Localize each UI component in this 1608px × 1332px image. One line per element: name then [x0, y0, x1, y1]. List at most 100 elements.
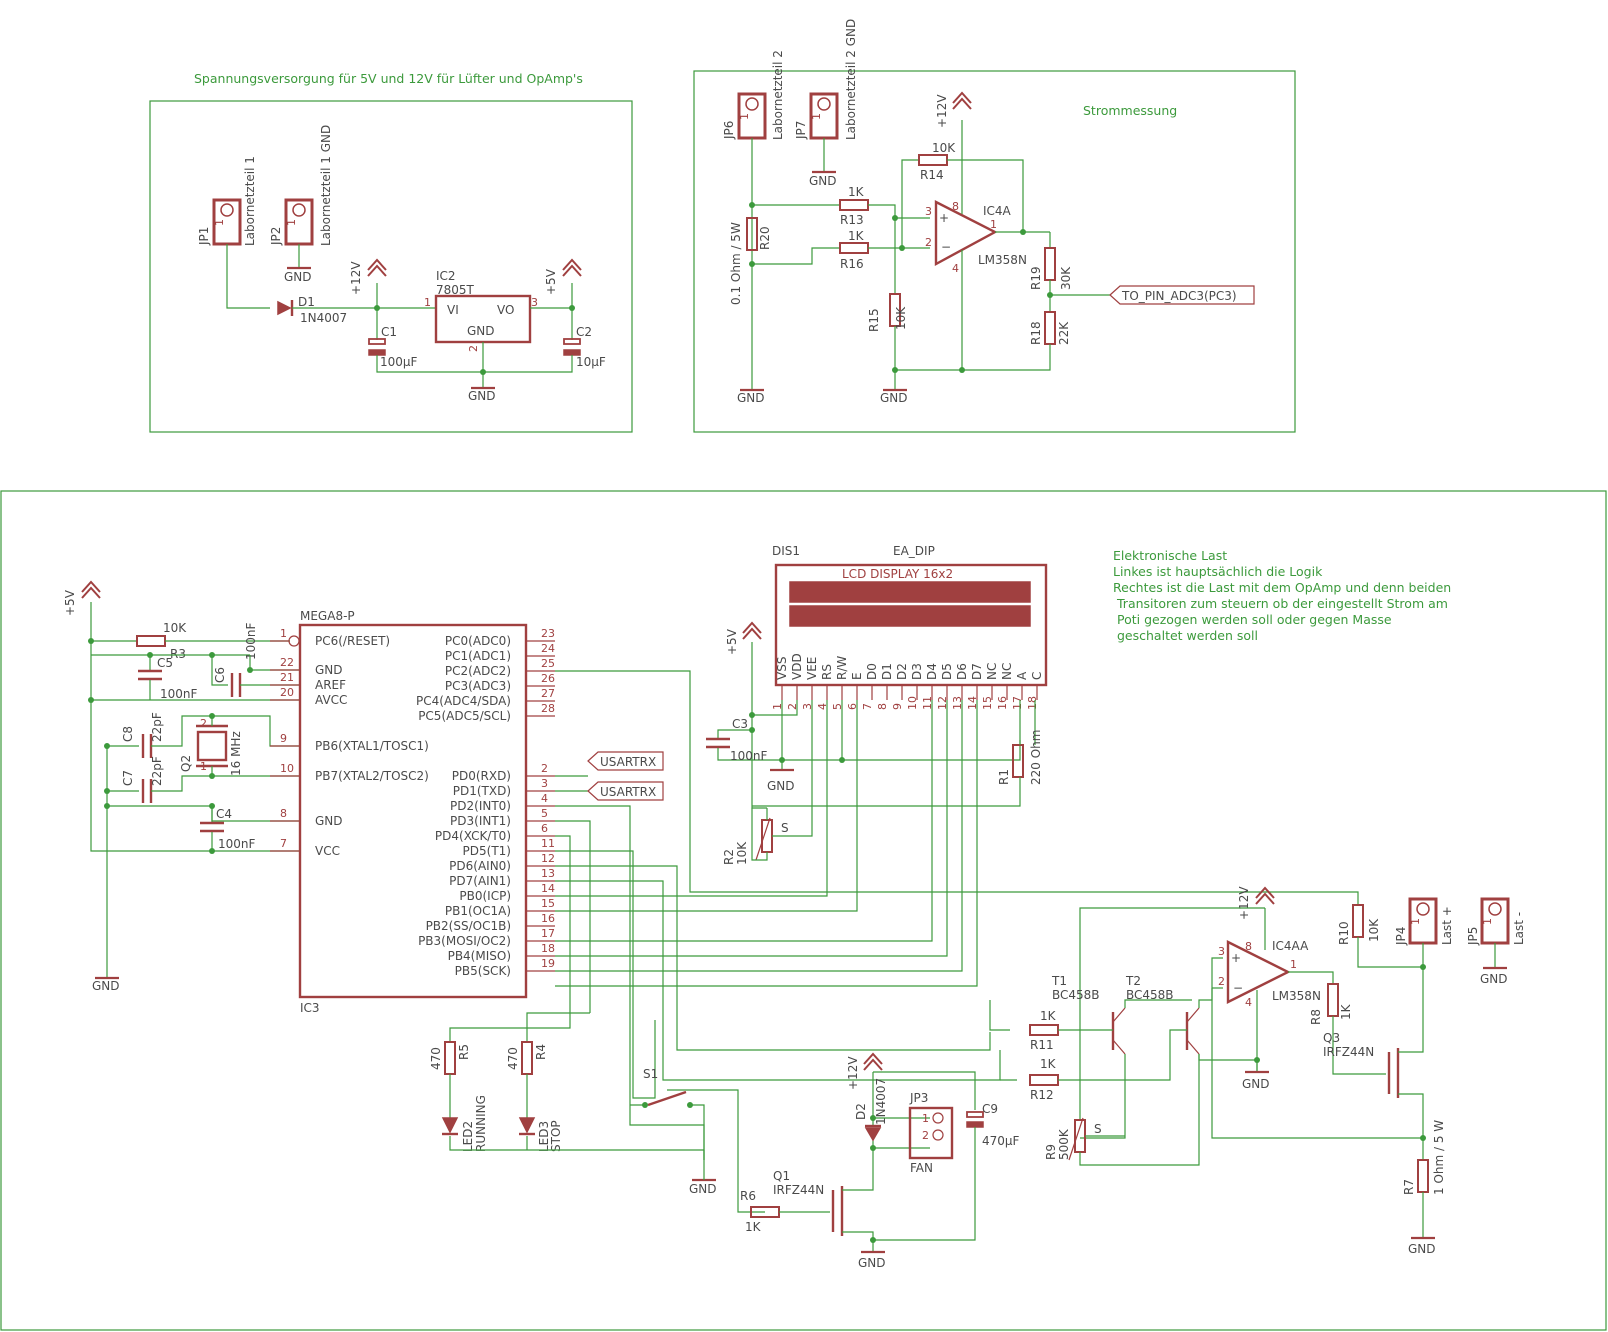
mcu-pin-label: PB4(MISO) — [448, 949, 511, 963]
ic4a-pin1: 1 — [990, 218, 997, 231]
c4-label: C4 — [216, 807, 232, 821]
lcd-pin-num: 2 — [786, 703, 799, 710]
ic4aa-value: LM358N — [1272, 989, 1321, 1003]
mcu-pin-num: 3 — [541, 777, 548, 790]
opamp-minus: − — [941, 240, 951, 254]
t2-label: T2 — [1125, 974, 1141, 988]
gnd-label: GND — [689, 1182, 717, 1196]
mcu-pin-label: AVCC — [315, 693, 347, 707]
r15-value: 10K — [894, 306, 908, 330]
r10-value: 10K — [1367, 918, 1381, 942]
r18-label: R18 — [1029, 321, 1043, 345]
lcd-display — [774, 563, 1048, 687]
jp3-pin2: 2 — [922, 1129, 929, 1142]
q3-value: IRFZ44N — [1323, 1045, 1374, 1059]
lcd-pin-num: 6 — [846, 703, 859, 710]
c6-label: C6 — [213, 667, 227, 683]
note-load-6: geschaltet werden soll — [1117, 628, 1258, 643]
r19-value: 30K — [1059, 266, 1073, 290]
v12-supply-symbol — [367, 259, 387, 277]
r3-value: 10K — [163, 621, 187, 635]
d1-value: 1N4007 — [300, 311, 347, 325]
v12-fan-symbol — [863, 1053, 883, 1071]
v12-load-label: +12V — [1237, 886, 1251, 920]
lcd-pin-num: 15 — [981, 696, 994, 710]
lcd-pin-label: D3 — [910, 663, 924, 680]
jp2-value: Labornetzteil 1 GND — [319, 125, 333, 246]
lcd-pin-label: A — [1015, 671, 1029, 680]
usart-label-1 — [587, 751, 664, 771]
mcu-pin-label: GND — [315, 663, 343, 677]
mcu-pin-label: GND — [315, 814, 343, 828]
r2-wiper: S — [781, 821, 789, 835]
mcu-pin-label: PD5(T1) — [463, 844, 511, 858]
lcd-pin-label: D4 — [925, 663, 939, 680]
r8-resistor — [1327, 983, 1339, 1017]
r15-label: R15 — [867, 308, 881, 332]
lcd-pin-label: D6 — [955, 663, 969, 680]
v12-load-symbol — [1255, 887, 1275, 905]
jp3-value: FAN — [910, 1161, 933, 1175]
c7-value: 22pF — [150, 756, 164, 786]
t1-label: T1 — [1051, 974, 1067, 988]
jp4-value: Last + — [1440, 906, 1454, 945]
gnd-label: GND — [737, 391, 765, 405]
mcu-left-pins: 1PC6(/RESET)22GND21AREF20AVCC9PB6(XTAL1/… — [270, 627, 429, 858]
load-frame — [0, 490, 1607, 1331]
lcd-pin-num: 16 — [996, 696, 1009, 710]
q2-crystal — [196, 730, 228, 762]
adc-net-text: TO_PIN_ADC3(PC3) — [1121, 289, 1237, 303]
r11-resistor — [1029, 1024, 1059, 1036]
r16-value: 1K — [848, 229, 865, 243]
gnd-label: GND — [92, 979, 120, 993]
mcu-pin-num: 24 — [541, 642, 555, 655]
r5-value: 470 — [429, 1047, 443, 1070]
ic4aa-minus: − — [1233, 981, 1243, 995]
ic2-pin3: 3 — [531, 296, 538, 309]
mcu-pin-label: AREF — [315, 678, 346, 692]
r13-resistor — [839, 199, 869, 211]
r7-resistor — [1417, 1159, 1429, 1193]
r6-label: R6 — [740, 1189, 756, 1203]
mcu-right-pins: 23PC0(ADC0)24PC1(ADC1)25PC2(ADC2)26PC3(A… — [416, 627, 555, 978]
r6-value: 1K — [745, 1220, 762, 1234]
q2-pin2: 2 — [200, 717, 207, 730]
r16-resistor — [839, 242, 869, 254]
jp4-label: JP4 — [1394, 927, 1408, 946]
r9-label: R9 — [1044, 1144, 1058, 1160]
lcd-pin-label: R/W — [835, 656, 849, 680]
c1-label: C1 — [381, 325, 397, 339]
mcu-ref: IC3 — [300, 1001, 320, 1015]
opamp-plus: + — [939, 211, 949, 225]
v12-supply-label: +12V — [349, 261, 363, 295]
r4-label: R4 — [534, 1044, 548, 1060]
v12-current-label: +12V — [935, 94, 949, 128]
ic2-gnd: GND — [467, 324, 495, 338]
lcd-pin-label: D2 — [895, 663, 909, 680]
note-load-4: Transitoren zum steuern ob der eingestel… — [1116, 596, 1448, 611]
c2-label: C2 — [576, 325, 592, 339]
led2-diode — [441, 1117, 459, 1134]
r1-value: 220 Ohm — [1029, 730, 1043, 785]
ic4aa-pin4: 4 — [1245, 996, 1252, 1009]
q1-label: Q1 — [773, 1169, 790, 1183]
r18-value: 22K — [1057, 321, 1071, 345]
jp3-label: JP3 — [909, 1091, 928, 1105]
ic4a-pin2: 2 — [925, 236, 932, 249]
r12-value: 1K — [1040, 1057, 1057, 1071]
jp6-label: JP6 — [722, 121, 736, 140]
lcd-pin-label: NC — [985, 663, 999, 680]
r8-value: 1K — [1339, 1003, 1353, 1020]
lcd-row-1 — [789, 581, 1031, 603]
jp6-value: Labornetzteil 2 — [771, 50, 785, 140]
jp3-pin1: 1 — [922, 1112, 929, 1125]
mcu-pin-num: 15 — [541, 897, 555, 910]
gnd-label: GND — [1242, 1077, 1270, 1091]
lcd-pin-num: 7 — [861, 703, 874, 710]
v5-logic-label: +5V — [63, 589, 77, 616]
jp7-label: JP7 — [794, 121, 808, 140]
mcu-pin-label: PD1(TXD) — [453, 784, 511, 798]
lcd-pin-label: D0 — [865, 663, 879, 680]
led3-label: LED3 — [537, 1121, 551, 1152]
